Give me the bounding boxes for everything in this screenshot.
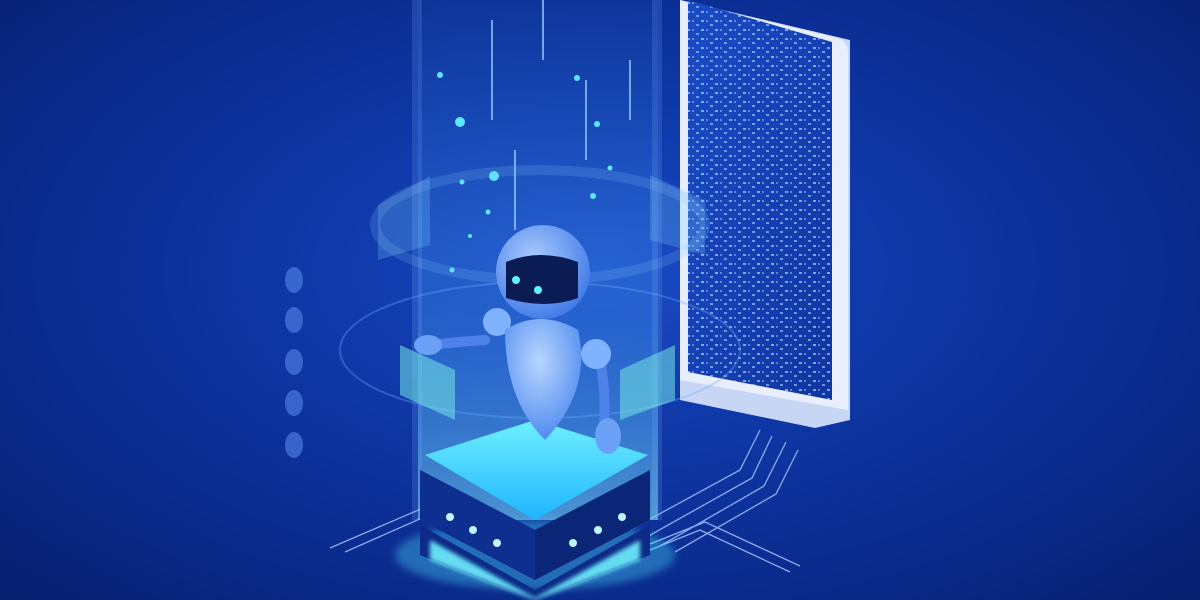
smartphone-icon — [680, 0, 850, 428]
decorative-dots — [285, 267, 303, 458]
robot-icon — [414, 225, 621, 454]
hologram-pedestal-icon — [395, 420, 675, 600]
